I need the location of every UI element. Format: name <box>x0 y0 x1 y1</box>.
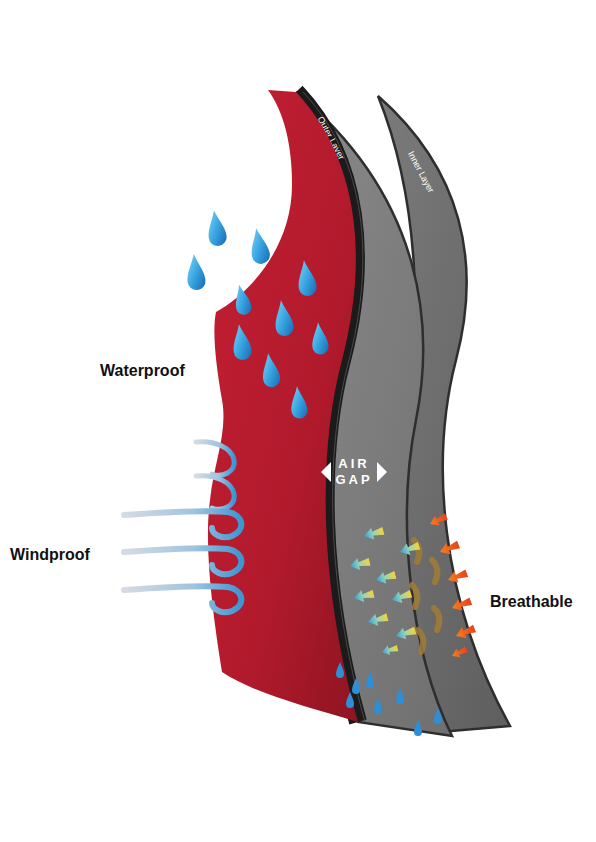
feature-label: Breathable <box>490 592 573 611</box>
vapour-arrow <box>374 569 396 586</box>
layer-shape <box>378 96 510 732</box>
wind-arrow <box>124 586 241 612</box>
vapour-swoosh <box>414 540 419 562</box>
vapour-swooshes <box>412 540 439 652</box>
layer-label: Inner Layer <box>406 150 436 195</box>
drip-drop <box>396 688 404 704</box>
heat-arrow <box>450 596 473 614</box>
shell-layer <box>208 90 358 722</box>
rain-drop <box>205 209 228 247</box>
heat-arrows <box>428 511 477 660</box>
vapour-arrow <box>362 525 384 542</box>
vapour-swoosh <box>434 608 439 630</box>
vapour-arrow <box>398 540 421 558</box>
air-gap-arrowhead <box>377 462 387 482</box>
drip-drop <box>346 692 354 708</box>
vapour-arrow <box>394 625 417 642</box>
drip-drop <box>352 678 360 694</box>
vapour-swoosh <box>412 585 417 607</box>
feature-label: Waterproof <box>100 361 185 380</box>
rain-drop <box>289 385 308 419</box>
layer-outline <box>285 85 465 745</box>
vapour-arrows <box>349 525 421 657</box>
wind-swirl <box>196 476 234 510</box>
drip-drops <box>336 662 442 736</box>
rain-drop <box>232 283 253 316</box>
rain-drops <box>185 209 330 419</box>
layer-label: Outer Layer <box>315 115 346 162</box>
layer-shape <box>296 92 452 736</box>
layer-edge <box>296 92 358 722</box>
layer-edge-highlight <box>303 92 365 722</box>
vapour-arrow <box>349 556 371 572</box>
wind-arrow <box>124 548 241 574</box>
air-gap-arrowhead <box>321 462 331 482</box>
heat-arrow <box>438 539 461 558</box>
rain-drop <box>247 227 271 266</box>
vapour-arrow <box>381 643 399 656</box>
rain-drop <box>272 299 295 337</box>
vapour-arrow <box>390 588 413 606</box>
vapour-arrow <box>367 611 389 627</box>
drip-drop <box>414 720 422 736</box>
vapour-swoosh <box>432 560 437 582</box>
wind-arrows <box>124 442 241 613</box>
rain-drop <box>295 259 318 297</box>
drip-drop <box>434 708 442 724</box>
heat-arrow <box>446 568 469 586</box>
rain-drop <box>230 323 253 361</box>
wind-swirl <box>196 442 234 476</box>
drip-drop <box>366 672 374 688</box>
fabric-layer: Outer Layer <box>285 85 465 745</box>
rain-drop <box>260 352 282 388</box>
vapour-swoosh <box>418 630 423 652</box>
heat-arrow <box>428 511 449 528</box>
rain-drop <box>185 253 207 291</box>
feature-label: Windproof <box>10 545 90 564</box>
fabric-layer: Inner Layer <box>370 88 515 738</box>
wind-arrow <box>124 511 241 537</box>
vapour-arrow <box>353 588 375 604</box>
air-gap-label: AIR GAP <box>333 456 375 488</box>
drip-drop <box>336 662 344 678</box>
rain-drop <box>310 321 329 355</box>
heat-arrow <box>454 623 477 642</box>
heat-arrow <box>450 645 469 660</box>
layer-outline <box>370 88 515 738</box>
drip-drop <box>374 698 382 714</box>
